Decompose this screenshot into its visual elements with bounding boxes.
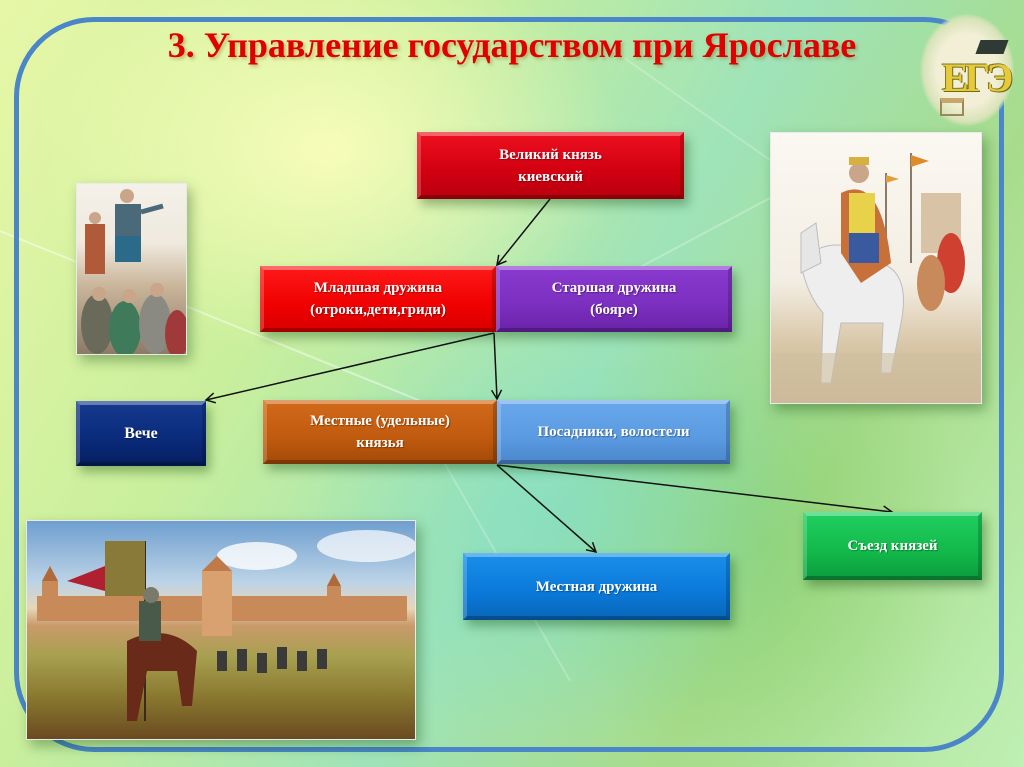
school-desk-icon [940, 98, 964, 116]
veche-scene-icon [81, 189, 186, 354]
logo-text: ЕГЭ [942, 55, 1013, 100]
fortress-scene-icon [37, 530, 415, 721]
node-grand-prince: Великий князь киевский [417, 132, 684, 199]
node-label-line: Посадники, волостели [537, 424, 690, 440]
horseman-scene-icon [771, 153, 981, 403]
graduation-cap-icon [975, 40, 1009, 54]
node-senior-druzhina: Старшая дружина (бояре) [496, 266, 732, 332]
node-local-druzhina: Местная дружина [463, 553, 730, 620]
veche-illustration [76, 183, 187, 355]
node-label-line: (отроки,дети,гриди) [310, 302, 446, 318]
node-junior-druzhina: Младшая дружина (отроки,дети,гриди) [260, 266, 496, 332]
node-veche: Вече [76, 401, 206, 466]
node-label-line: Великий князь [499, 146, 602, 163]
prince-on-horse-illustration [770, 132, 982, 404]
slide-frame [14, 17, 1004, 752]
node-posadniki: Посадники, волостели [497, 400, 730, 464]
ege-logo: ЕГЭ [920, 14, 1014, 126]
army-at-fortress-illustration [26, 520, 416, 740]
node-label-line: Младшая дружина [313, 280, 443, 296]
node-label-line: (бояре) [590, 302, 638, 318]
node-local-princes: Местные (удельные) князья [263, 400, 497, 464]
node-congress: Съезд князей [803, 512, 982, 580]
node-label-line: Местная дружина [535, 578, 658, 595]
node-label-line: Вече [124, 424, 158, 442]
node-label-line: Старшая дружина [551, 280, 677, 296]
slide-title: 3. Управление государством при Ярославе [167, 25, 857, 65]
node-label-line: князья [356, 435, 404, 451]
node-label-line: Съезд князей [847, 538, 938, 554]
node-label-line: киевский [518, 168, 583, 185]
node-label-line: Местные (удельные) [310, 413, 450, 429]
